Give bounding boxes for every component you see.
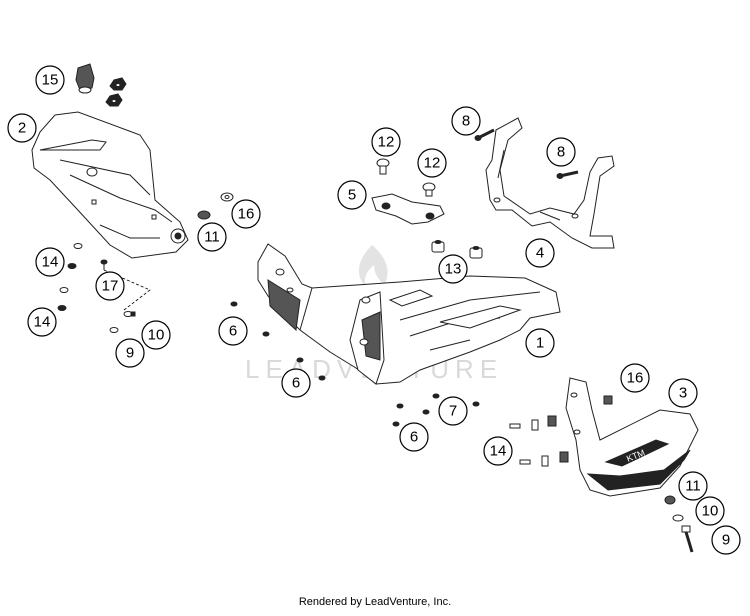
callout-4[interactable]: 4 (525, 238, 555, 268)
part-16-grommet-left[interactable] (220, 192, 234, 202)
callout-7[interactable]: 7 (438, 396, 468, 426)
part-14-screw-left-2[interactable] (57, 287, 69, 311)
part-6-bolts-left[interactable] (230, 301, 270, 337)
svg-text:11: 11 (204, 229, 220, 246)
callout-6[interactable]: 6 (399, 422, 429, 452)
svg-text:7: 7 (449, 403, 457, 420)
nut-top-2[interactable] (105, 93, 123, 107)
svg-text:6: 6 (410, 429, 418, 446)
callout-3[interactable]: 3 (668, 378, 698, 408)
svg-text:8: 8 (557, 144, 565, 161)
callout-14[interactable]: 14 (483, 436, 513, 466)
svg-text:10: 10 (148, 327, 165, 344)
svg-text:15: 15 (42, 72, 59, 89)
svg-text:16: 16 (238, 206, 255, 223)
svg-text:5: 5 (348, 187, 356, 204)
callout-14[interactable]: 14 (35, 247, 65, 277)
part-12-bolt-b[interactable] (422, 182, 436, 197)
footer-credit: Rendered by LeadVenture, Inc. (298, 596, 452, 608)
part-11-bushing-left[interactable] (197, 210, 211, 220)
callout-11[interactable]: 11 (678, 471, 708, 501)
callout-16[interactable]: 16 (620, 363, 650, 393)
callout-10[interactable]: 10 (695, 496, 725, 526)
callout-1[interactable]: 1 (525, 328, 555, 358)
svg-text:6: 6 (292, 375, 300, 392)
callout-17[interactable]: 17 (95, 271, 125, 301)
svg-text:10: 10 (702, 503, 719, 520)
svg-text:14: 14 (490, 443, 507, 460)
part-17-clip[interactable] (100, 259, 108, 270)
callout-9[interactable]: 9 (711, 525, 741, 555)
part-6-bolts-middle[interactable] (296, 357, 326, 381)
svg-text:9: 9 (126, 345, 134, 362)
part-13-rubber-b[interactable] (469, 246, 483, 259)
callout-8[interactable]: 8 (546, 137, 576, 167)
part-9-10-bolt-left[interactable] (109, 311, 136, 333)
part-16-grommet-right[interactable] (603, 395, 613, 405)
svg-text:8: 8 (462, 113, 470, 130)
svg-text:3: 3 (679, 385, 687, 402)
callout-10[interactable]: 10 (141, 320, 171, 350)
part-3-rear-guard[interactable]: KTM (565, 377, 699, 497)
callout-14[interactable]: 14 (27, 307, 57, 337)
part-6-7-bolts-lower[interactable] (392, 393, 480, 427)
part-5-bracket[interactable] (371, 193, 445, 225)
svg-text:16: 16 (627, 370, 644, 387)
svg-text:4: 4 (536, 245, 544, 262)
part-12-bolt-a[interactable] (376, 158, 390, 175)
svg-text:13: 13 (445, 261, 462, 278)
part-2-front-guard[interactable] (31, 111, 189, 259)
callout-2[interactable]: 2 (7, 113, 37, 143)
svg-text:12: 12 (424, 155, 441, 172)
callout-6[interactable]: 6 (281, 368, 311, 398)
part-15-rubber-bumper[interactable] (75, 63, 95, 94)
part-8-bolt-b[interactable] (556, 170, 579, 179)
svg-text:12: 12 (378, 134, 395, 151)
callout-15[interactable]: 15 (35, 65, 65, 95)
svg-text:1: 1 (536, 335, 544, 352)
part-4-frame[interactable] (485, 117, 615, 249)
part-14-screws-right[interactable] (509, 415, 569, 467)
svg-text:6: 6 (229, 323, 237, 340)
callout-11[interactable]: 11 (197, 222, 227, 252)
nut-top-1[interactable] (109, 77, 127, 91)
svg-text:14: 14 (34, 314, 51, 331)
part-1-skid-plate[interactable] (257, 243, 561, 385)
callout-12[interactable]: 12 (371, 127, 401, 157)
callout-13[interactable]: 13 (438, 254, 468, 284)
callout-12[interactable]: 12 (417, 148, 447, 178)
callout-6[interactable]: 6 (218, 316, 248, 346)
svg-text:17: 17 (102, 278, 119, 295)
svg-text:11: 11 (685, 478, 701, 495)
svg-text:2: 2 (18, 120, 26, 137)
part-14-screw-left-1[interactable] (67, 243, 83, 269)
svg-text:14: 14 (42, 254, 59, 271)
callout-8[interactable]: 8 (451, 106, 481, 136)
callout-9[interactable]: 9 (115, 338, 145, 368)
part-8-bolt-a[interactable] (474, 128, 495, 141)
part-11-10-9-right-fasteners[interactable] (664, 495, 694, 553)
svg-text:9: 9 (722, 532, 730, 549)
part-13-rubber-a[interactable] (431, 240, 445, 253)
callout-5[interactable]: 5 (337, 180, 367, 210)
callout-16[interactable]: 16 (231, 199, 261, 229)
